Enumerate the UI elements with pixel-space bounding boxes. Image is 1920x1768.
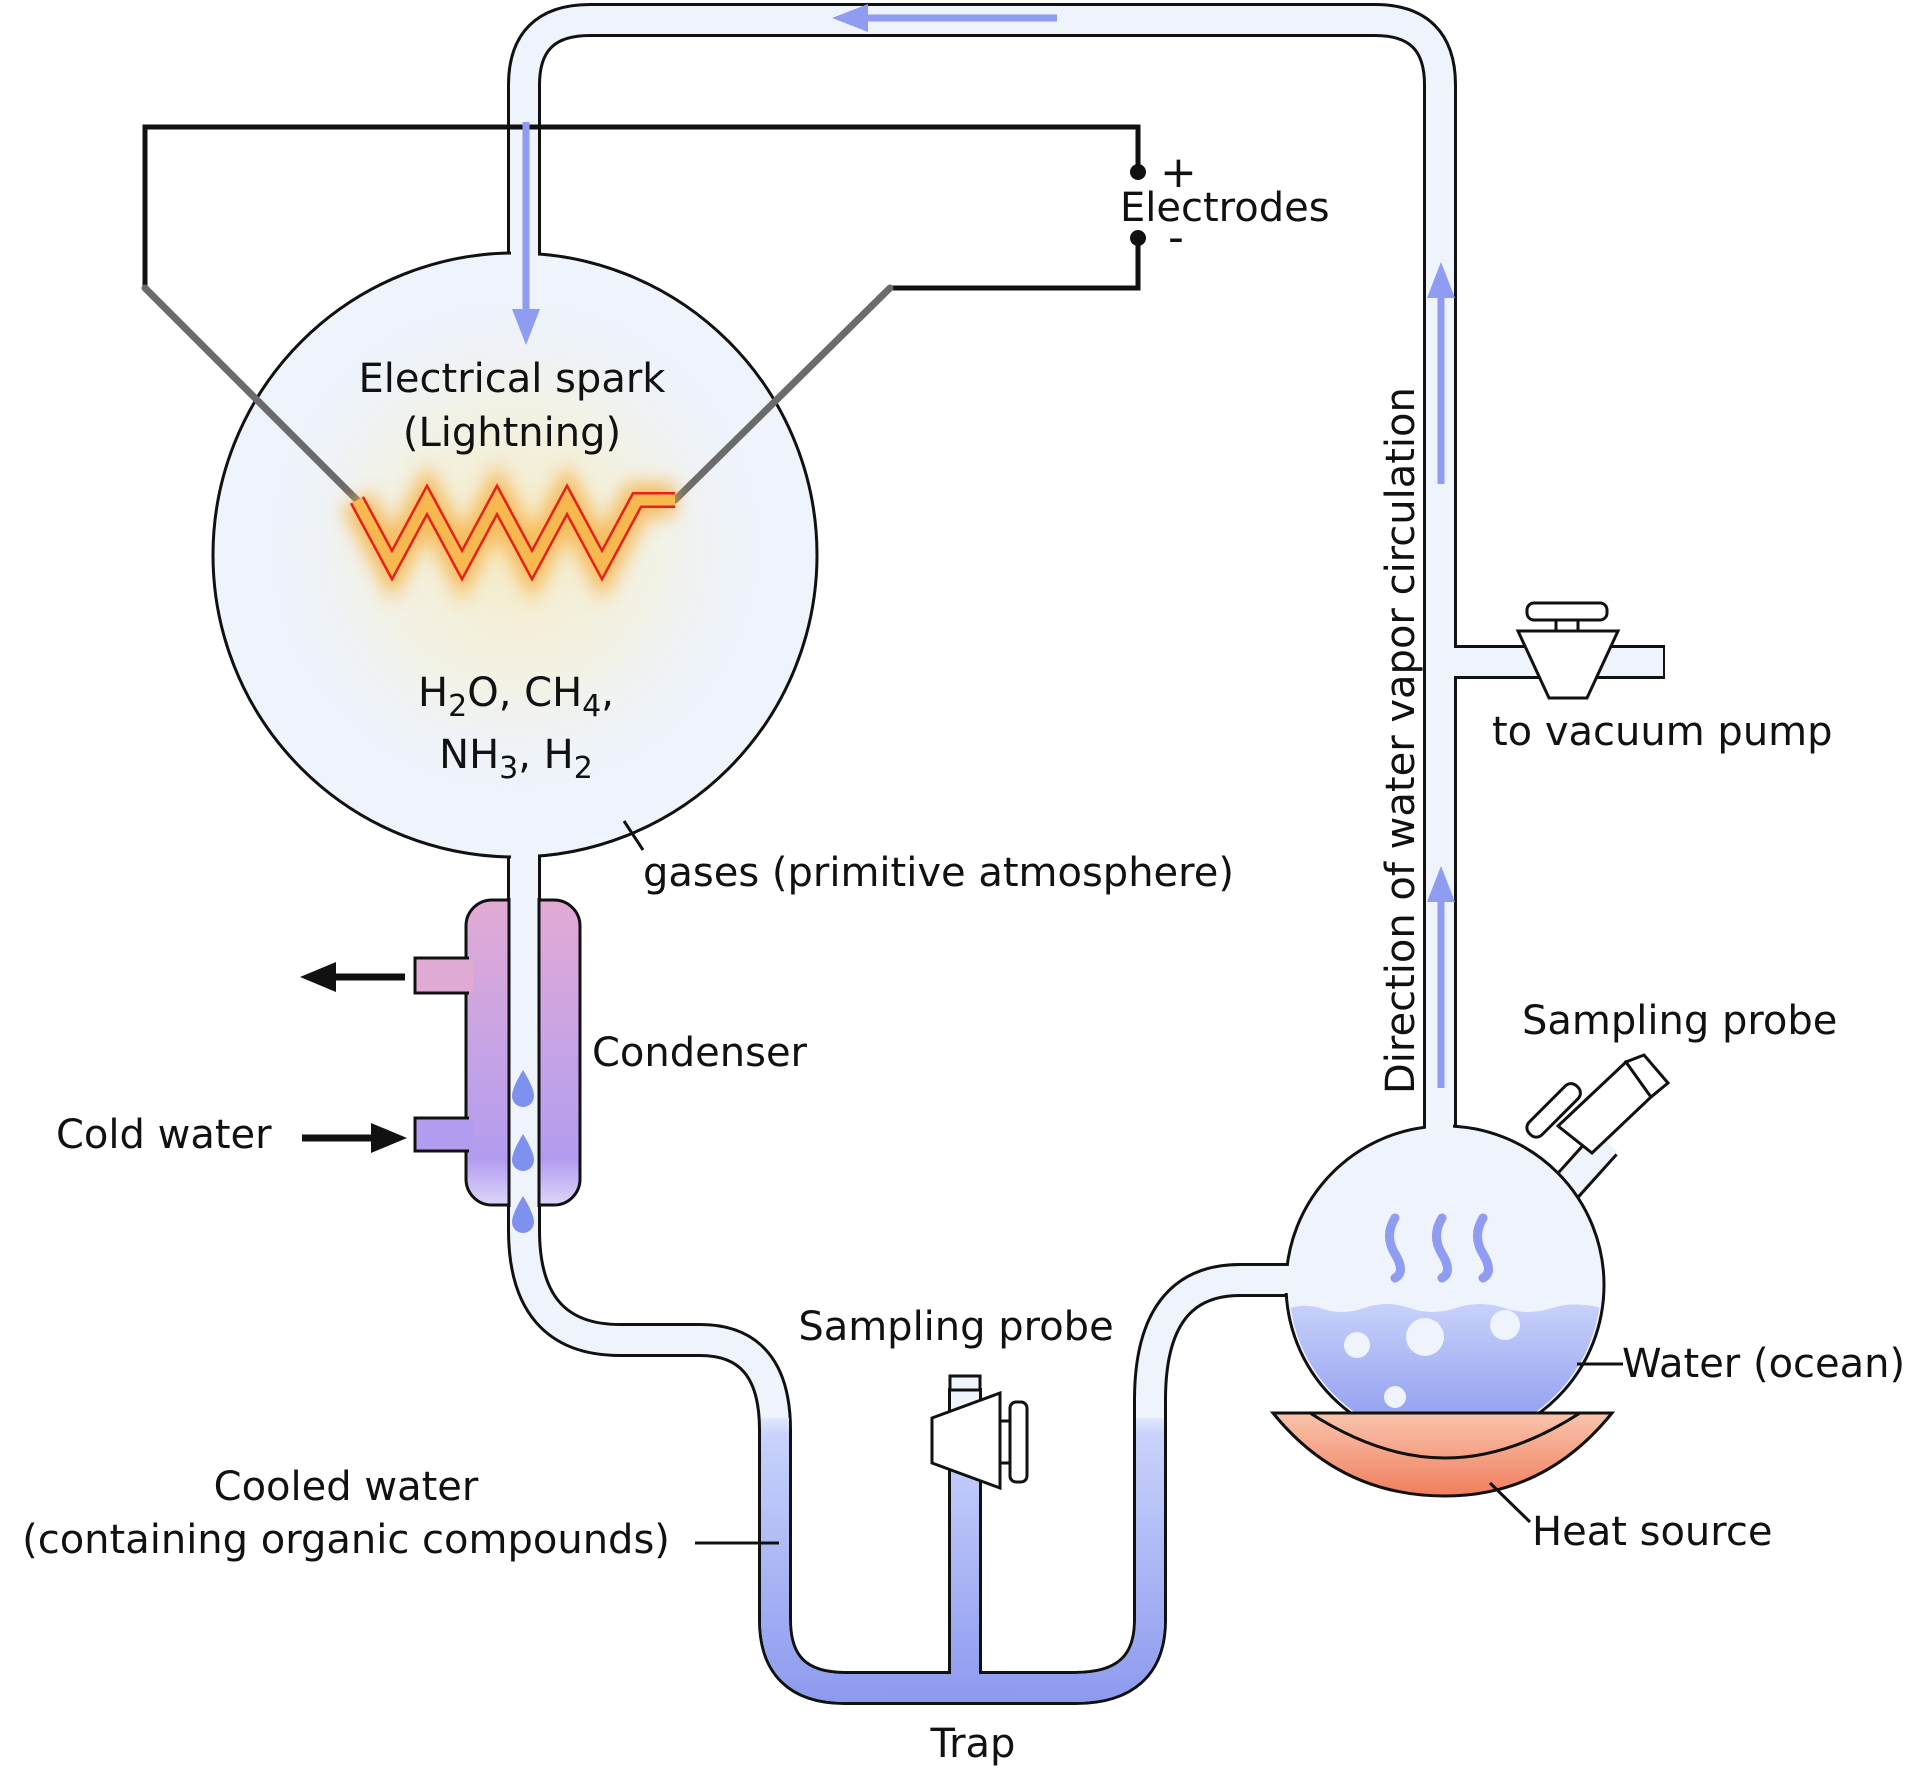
cooled-water-label-line1: Cooled water [214,1464,479,1510]
electrode-plus-sign: + [1160,147,1197,198]
flask-sampling-probe-label: Sampling probe [1522,998,1837,1044]
leader-lines [622,820,1623,1545]
trap-sampling-probe-label: Sampling probe [798,1304,1113,1350]
electrodes-label: Electrodes [1120,185,1330,231]
flow-arrow-top-head [832,4,868,32]
heat-source [1269,1411,1616,1498]
heat-source-label: Heat source [1532,1509,1772,1555]
flask-sampling-probe [1525,1053,1671,1155]
flow-arrow-up-upper-head [1427,262,1455,298]
cold-water-inflow-arrow [302,1123,407,1153]
trap-label: Trap [930,1721,1016,1767]
vacuum-pump-label: to vacuum pump [1492,709,1833,755]
trap-sampling-probe [930,1374,1029,1491]
spark-label-line1: Electrical spark [359,356,667,402]
steam-wisps [1385,1213,1493,1283]
water-droplet [512,1134,534,1171]
electrode-rods [141,284,894,504]
cooled-water-label-line2: (containing organic compounds) [22,1517,670,1563]
vacuum-valve [1515,601,1621,700]
water-droplet [512,1070,534,1107]
gases-label: gases (primitive atmosphere) [643,850,1234,896]
flow-arrow-down-head [512,309,540,345]
gas-formula-line1: H2O, CH4, [418,670,614,724]
spark-label-line2: (Lightning) [403,410,621,456]
cold-water-label: Cold water [56,1112,272,1158]
gas-formula-line2: NH3, H2 [439,732,593,786]
water-ocean-label: Water (ocean) [1622,1341,1905,1387]
condenser-label: Condenser [592,1030,808,1076]
condenser [413,898,582,1233]
circuit-wires [142,124,1141,291]
circulation-direction-label: Direction of water vapor circulation [1378,387,1424,1094]
flow-arrow-up-lower-head [1427,866,1455,902]
electrode-terminal-positive [1130,164,1146,180]
flow-arrows [512,4,1455,1088]
ocean-flask [1280,1118,1618,1446]
water-droplet [512,1196,534,1233]
water-outflow-arrow [300,962,405,992]
electrode-minus-sign: - [1168,212,1184,263]
electrode-terminal-negative [1130,230,1146,246]
lightning-spark [342,464,675,601]
